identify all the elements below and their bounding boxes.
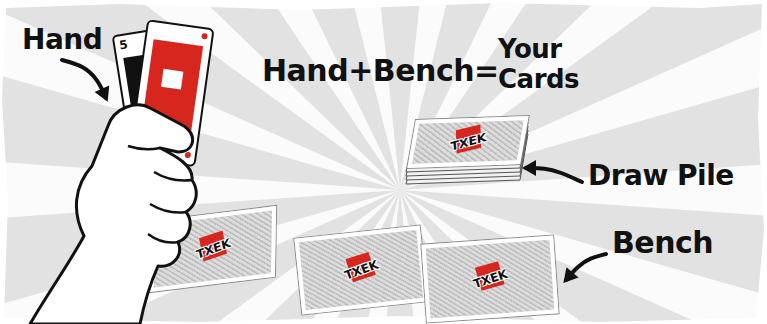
- finger-line: [148, 234, 178, 243]
- arrow-head: [522, 160, 536, 176]
- equation-label: Your Cards: [498, 34, 598, 94]
- card-pip: [184, 152, 191, 159]
- burst-ray: [400, 190, 767, 324]
- arrow-head: [95, 86, 110, 102]
- callout-label: Bench: [612, 226, 713, 260]
- callout-label: Draw Pile: [588, 160, 734, 192]
- card-back: TXEK: [407, 116, 528, 168]
- equation-label: Hand+Bench=: [262, 54, 499, 88]
- card-icon: [161, 69, 183, 90]
- finger-line: [154, 172, 192, 181]
- card-back: TXEK: [421, 235, 558, 322]
- card-back: TXEK: [294, 226, 427, 315]
- thumb-line: [128, 146, 160, 149]
- arrow-head: [563, 267, 578, 283]
- hand-outline: [30, 105, 196, 324]
- card-pip: [201, 33, 208, 40]
- burst-ray: [255, 0, 400, 190]
- card-value: 5: [118, 37, 128, 52]
- burst-ray: [400, 190, 767, 324]
- burst-ray: [400, 190, 736, 324]
- callout-label: Hand: [22, 24, 102, 56]
- finger-line: [150, 204, 186, 213]
